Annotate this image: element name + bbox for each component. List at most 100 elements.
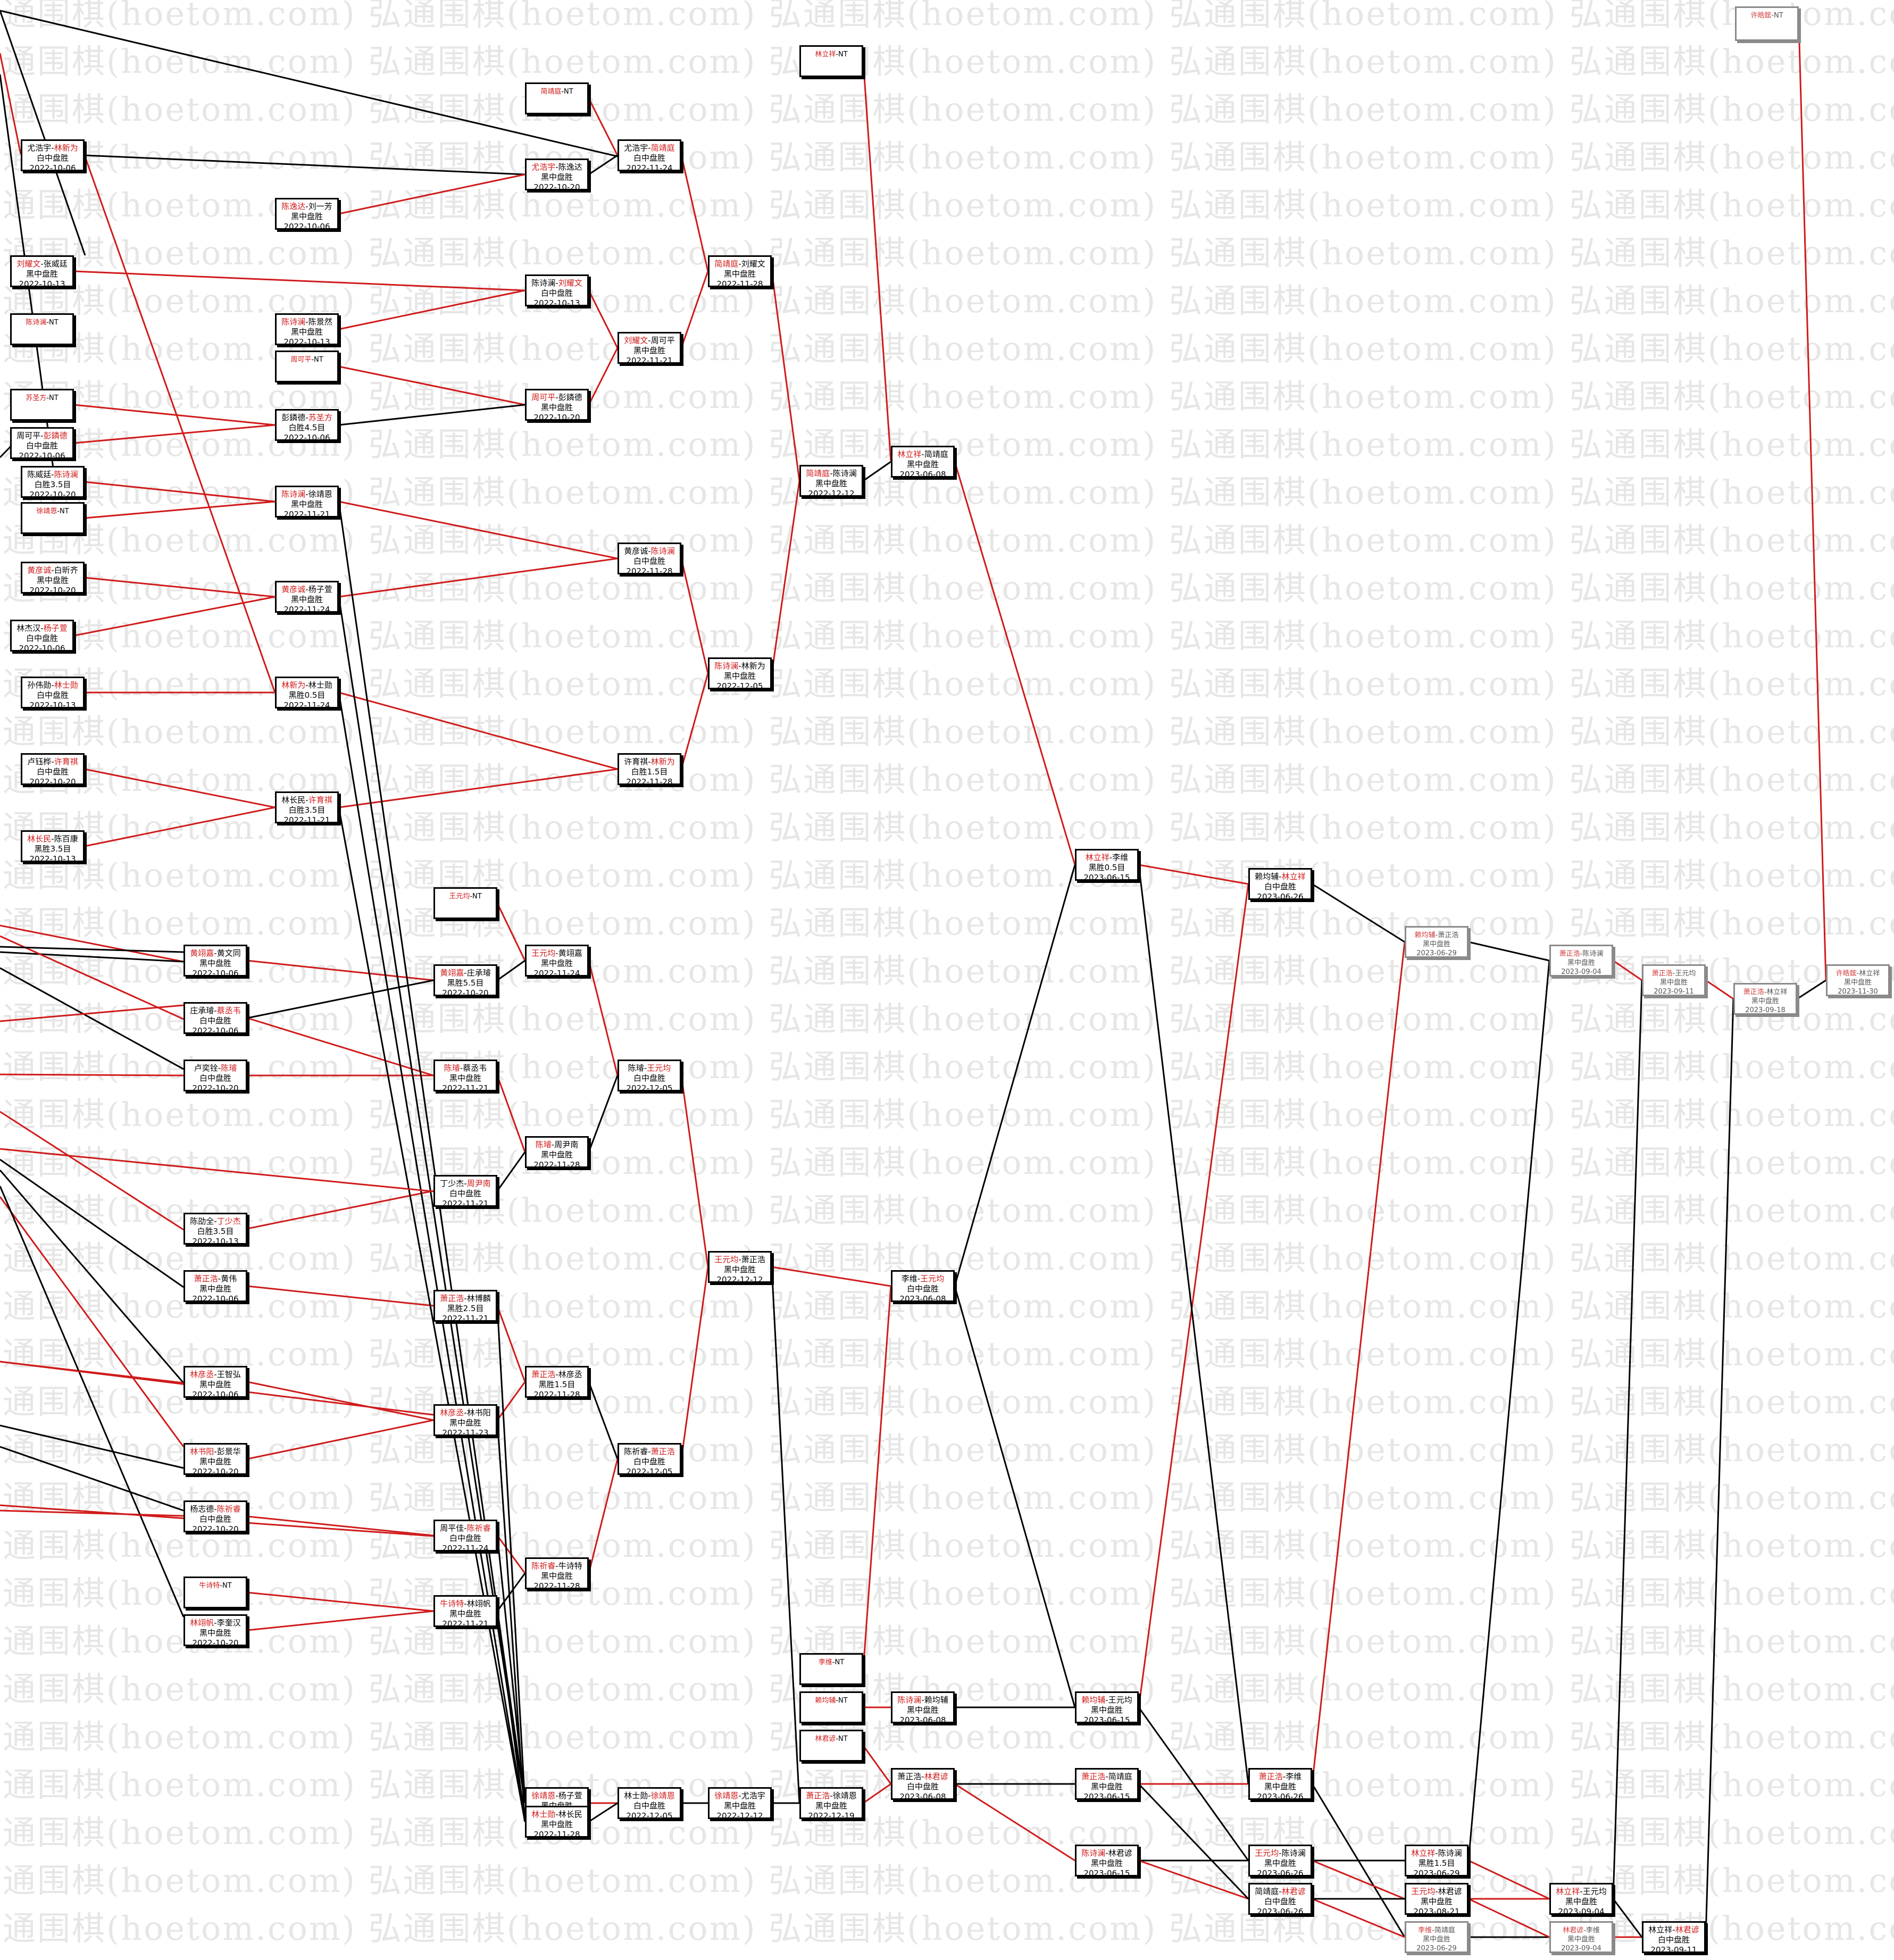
match-node[interactable]: 李维-NT [799,1653,863,1685]
match-players: 萧正浩-简靖庭 [1077,1772,1137,1782]
match-node[interactable]: 许皓鋐-NT [1735,6,1799,41]
match-node[interactable]: 陈诗澜-NT [10,313,74,345]
match-players: 李维-NT [801,1658,862,1667]
match-node[interactable]: 赖均辅-NT [799,1691,863,1723]
node-text: 尤浩宇- [624,143,651,153]
match-node[interactable]: 徐靖恩-NT [21,502,85,534]
edge-line [0,1446,184,1512]
node-text: 2022-11-24 [442,1544,489,1552]
winner-name: 萧正浩 [531,1370,556,1379]
match-players: 赖均辅-萧正浩 [1406,931,1467,940]
match-node[interactable]: 苏圣方-NT [10,389,74,421]
node-text: 2023-06-29 [1416,949,1457,957]
match-node[interactable]: 林君谚-NT [799,1730,863,1762]
match-node[interactable]: 周可平-NT [275,351,339,382]
match-node[interactable]: 简靖庭-NT [525,82,589,114]
winner-name: 王元均 [1411,1887,1436,1896]
match-node[interactable]: 王元均-NT [433,887,497,919]
match-node[interactable]: 林立祥-NT [799,45,863,77]
edge-line [1612,1898,1643,1938]
match-date: 2022-10-06 [185,1294,246,1300]
match-date: 2022-10-20 [435,988,496,995]
match-node[interactable]: 牛诗特-NT [183,1577,247,1608]
